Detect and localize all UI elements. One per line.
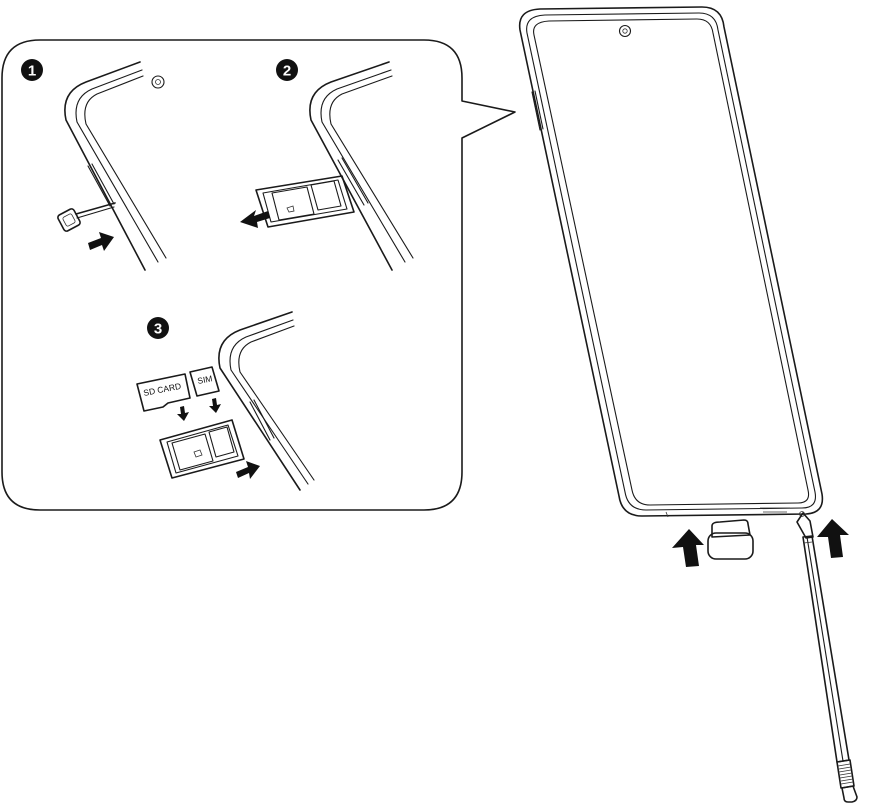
eject-pin-icon [57,203,115,232]
card-down-arrows [177,398,221,421]
main-phone [520,7,823,517]
sim-tray-loaded [160,420,244,478]
stylus-pen [797,513,857,802]
phone-corner-1 [65,62,166,270]
sd-card-label: SD CARD [137,374,190,411]
step-2-badge: 2 [276,59,298,81]
step-1-panel: 1 [21,59,166,270]
step-1-badge: 1 [21,59,43,81]
step-2-panel: 2 [240,59,413,270]
sim-card-text: SIM [196,373,213,386]
step-1-number: 1 [28,63,36,80]
push-arrow-icon [88,232,114,251]
sim-card-label: SIM [190,367,219,396]
usb-port-cap [708,520,753,559]
step-3-number: 3 [154,321,162,338]
up-arrow-icon-2 [817,519,849,558]
phone-corner-2 [310,62,413,270]
phone-corner-3 [219,312,314,490]
step-3-panel: 3 SD CARD SIM [137,312,314,490]
stylus-grip [837,760,854,788]
sd-card-text: SD CARD [142,381,181,398]
callout-bubble [2,40,515,510]
front-camera [620,26,631,37]
up-arrow-icon [672,529,704,567]
insert-arrow-icon [236,461,260,479]
sim-tray-ejected [256,176,354,227]
step-2-number: 2 [283,63,291,80]
step-3-badge: 3 [147,317,169,339]
pull-arrow-icon [240,210,270,228]
